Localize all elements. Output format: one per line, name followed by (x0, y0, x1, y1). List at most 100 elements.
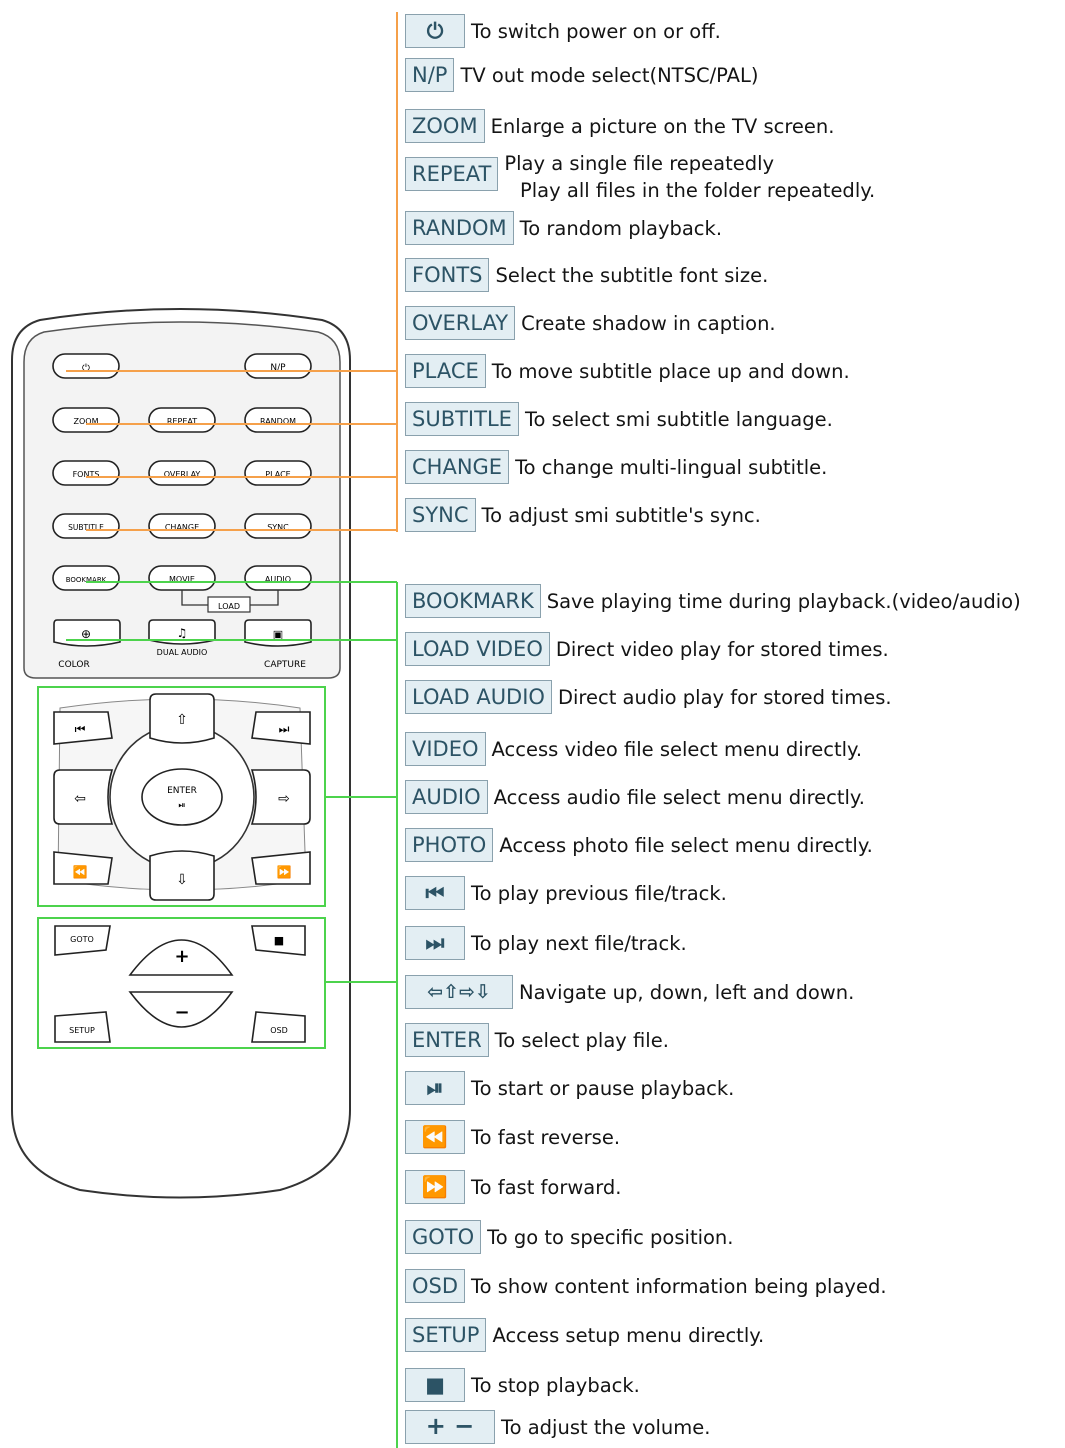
legend-row-power: ⏻ To switch power on or off. (405, 14, 721, 48)
legend-key: SYNC (405, 498, 476, 532)
legend-row-random: RANDOM To random playback. (405, 211, 722, 245)
audio-button-label: AUDIO (265, 575, 291, 584)
color-button[interactable]: ⊕ (53, 619, 121, 647)
legend-row-change: CHANGE To change multi-lingual subtitle. (405, 450, 827, 484)
fast-reverse-icon: ⏪ (405, 1120, 465, 1154)
legend-key: RANDOM (405, 211, 514, 245)
power-icon: ⏻ (82, 363, 90, 374)
legend-key: FONTS (405, 258, 490, 292)
legend-row-stop: ■ To stop playback. (405, 1368, 640, 1402)
prev-track-button[interactable]: ⏮ (53, 711, 113, 745)
np-button[interactable]: N/P (244, 353, 312, 379)
legend-row-navigate: ⇦⇧⇨⇩ Navigate up, down, left and down. (405, 975, 854, 1009)
legend-key: SETUP (405, 1318, 487, 1352)
orange-leader-lines (66, 370, 397, 531)
right-button[interactable]: ⇨ (250, 769, 311, 825)
legend-row-overlay: OVERLAY Create shadow in caption. (405, 306, 776, 340)
stop-icon: ■ (405, 1368, 465, 1402)
legend-desc: To switch power on or off. (471, 19, 721, 43)
legend-key: OSD (405, 1269, 466, 1303)
legend-key: SUBTITLE (405, 402, 519, 436)
repeat-button-label: REPEAT (167, 417, 197, 426)
up-button[interactable]: ⇧ (149, 693, 215, 744)
legend-key: LOAD VIDEO (405, 632, 550, 666)
legend-desc: Direct video play for stored times. (555, 637, 889, 661)
legend-row-repeat: REPEAT Play a single file repeatedly (405, 152, 774, 191)
random-button[interactable]: RANDOM (244, 407, 312, 433)
legend-desc: To fast reverse. (471, 1125, 621, 1149)
legend-desc: To select smi subtitle language. (524, 407, 833, 431)
fast-reverse-button[interactable]: ⏪ (53, 851, 113, 885)
movie-button-label: MOVIE (169, 575, 195, 584)
left-button[interactable]: ⇦ (53, 769, 114, 825)
next-track-icon: ⏭ (405, 926, 465, 960)
legend-desc: To move subtitle place up and down. (491, 359, 850, 383)
power-button[interactable]: ⏻ (52, 353, 120, 379)
fonts-button[interactable]: FONTS (52, 460, 120, 486)
legend-key: AUDIO (405, 780, 488, 814)
repeat-button[interactable]: REPEAT (148, 407, 216, 433)
fonts-button-label: FONTS (73, 470, 100, 479)
legend-key: VIDEO (405, 732, 486, 766)
volume-up-button[interactable]: + (128, 939, 234, 976)
down-button[interactable]: ⇩ (149, 850, 215, 901)
next-track-button[interactable]: ⏭ (251, 711, 311, 745)
volume-plus-icon: + (174, 946, 189, 967)
legend-desc: To adjust the volume. (501, 1415, 711, 1439)
volume-down-button[interactable]: − (128, 991, 234, 1028)
legend-desc: Access setup menu directly. (492, 1323, 765, 1347)
legend-row-next: ⏭ To play next file/track. (405, 926, 687, 960)
legend-desc: To show content information being played… (471, 1274, 887, 1298)
subtitle-button-label: SUBTITLE (68, 523, 104, 532)
subtitle-button[interactable]: SUBTITLE (52, 513, 120, 539)
enter-button[interactable]: ENTER ⏯ (141, 768, 223, 826)
fast-forward-icon: ⏩ (405, 1170, 465, 1204)
stop-button[interactable]: ■ (251, 925, 306, 956)
audio-button[interactable]: AUDIO (244, 565, 312, 591)
legend-desc: TV out mode select(NTSC/PAL) (460, 63, 759, 87)
arrow-keys-icon: ⇦⇧⇨⇩ (405, 975, 513, 1009)
legend-desc-secondary: Play all files in the folder repeatedly. (520, 179, 876, 202)
overlay-button[interactable]: OVERLAY (148, 460, 216, 486)
goto-button-label: GOTO (70, 935, 94, 944)
volume-minus-icon: − (174, 1002, 189, 1023)
osd-button[interactable]: OSD (251, 1011, 306, 1043)
legend-desc: To play next file/track. (471, 931, 687, 955)
power-icon: ⏻ (405, 14, 465, 48)
setup-button[interactable]: SETUP (54, 1011, 111, 1043)
change-button[interactable]: CHANGE (148, 513, 216, 539)
legend-desc: Navigate up, down, left and down. (519, 980, 855, 1004)
legend-row-zoom: ZOOM Enlarge a picture on the TV screen. (405, 109, 835, 143)
legend-row-load-video: LOAD VIDEO Direct video play for stored … (405, 632, 889, 666)
legend-key: LOAD AUDIO (405, 680, 552, 714)
play-pause-icon: ⏯ (405, 1071, 465, 1105)
legend-row-goto: GOTO To go to specific position. (405, 1220, 734, 1254)
stop-icon: ■ (274, 934, 284, 947)
movie-button[interactable]: MOVIE (148, 565, 216, 591)
legend-desc: To change multi-lingual subtitle. (515, 455, 828, 479)
capture-button[interactable]: ▣ (244, 619, 312, 647)
legend-key: N/P (405, 58, 455, 92)
dual-audio-button[interactable]: ♫ (148, 619, 216, 645)
legend-desc: Access photo file select menu directly. (499, 833, 873, 857)
legend-desc: To adjust smi subtitle's sync. (481, 503, 761, 527)
up-arrow-icon: ⇧ (176, 712, 188, 728)
left-arrow-icon: ⇦ (74, 791, 86, 807)
legend-row-place: PLACE To move subtitle place up and down… (405, 354, 850, 388)
orange-vertical-bar (396, 12, 398, 532)
legend-row-audio: AUDIO Access audio file select menu dire… (405, 780, 865, 814)
legend-row-osd: OSD To show content information being pl… (405, 1269, 887, 1303)
sync-button-label: SYNC (267, 523, 289, 532)
legend-desc: Enlarge a picture on the TV screen. (490, 114, 835, 138)
legend-desc: To random playback. (519, 216, 723, 240)
zoom-button[interactable]: ZOOM (52, 407, 120, 433)
legend-desc: Select the subtitle font size. (495, 263, 769, 287)
down-arrow-icon: ⇩ (176, 872, 188, 888)
fast-forward-button[interactable]: ⏩ (251, 851, 311, 885)
bookmark-button[interactable]: BOOKMARK (52, 565, 120, 591)
place-button[interactable]: PLACE (244, 460, 312, 486)
goto-button[interactable]: GOTO (54, 925, 111, 956)
music-note-icon: ♫ (177, 626, 188, 640)
legend-row-fonts: FONTS Select the subtitle font size. (405, 258, 768, 292)
sync-button[interactable]: SYNC (244, 513, 312, 539)
